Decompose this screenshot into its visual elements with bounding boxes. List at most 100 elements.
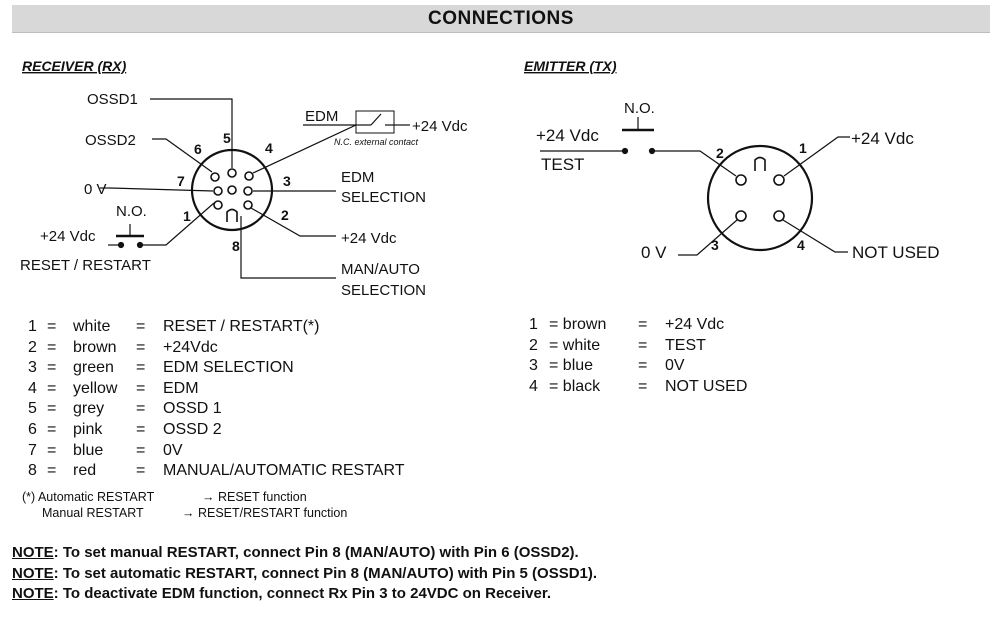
emitter-pin-table: 1= brown=+24 Vdc 2= white=TEST 3= blue=0… bbox=[529, 315, 829, 397]
wire-color: = blue bbox=[549, 357, 594, 375]
wire-color: = brown bbox=[549, 316, 607, 333]
pin-number: 3 bbox=[28, 359, 37, 377]
wire-color: green bbox=[73, 359, 114, 377]
equals: = bbox=[638, 316, 648, 333]
equals: = bbox=[638, 336, 648, 354]
rx-0v-label: 0 V bbox=[84, 181, 107, 198]
receiver-wires bbox=[100, 98, 410, 279]
table-row: 5 = grey = OSSD 1 bbox=[28, 399, 448, 420]
footnote-function: → RESET function bbox=[202, 490, 307, 504]
title-bar: CONNECTIONS bbox=[12, 5, 990, 33]
emitter-wires bbox=[540, 117, 850, 256]
tx-not-used-label: NOT USED bbox=[852, 243, 940, 262]
table-row: 7=blue=0V bbox=[28, 441, 448, 462]
equals: = bbox=[136, 359, 146, 377]
edm-selection-label-1: EDM bbox=[341, 169, 374, 186]
receiver-heading: RECEIVER (RX) bbox=[22, 58, 127, 74]
wire-color: grey bbox=[73, 400, 105, 418]
rx-pin-8: 8 bbox=[232, 238, 240, 254]
notes-section: NOTE: To set manual RESTART, connect Pin… bbox=[12, 543, 597, 605]
footnote-mode: (*) Automatic RESTART bbox=[22, 490, 155, 504]
footnote-mode: Manual RESTART bbox=[42, 506, 144, 520]
nc-contact-label: N.C. external contact bbox=[334, 137, 419, 147]
equals: = bbox=[136, 420, 146, 438]
equals: = bbox=[47, 400, 57, 418]
note-line: NOTE: To deactivate EDM function, connec… bbox=[12, 584, 597, 605]
note-label: NOTE bbox=[12, 564, 54, 582]
wire-color: white bbox=[73, 318, 111, 335]
pin-number: 2 bbox=[28, 338, 37, 356]
tx-no-label: N.O. bbox=[624, 100, 655, 117]
note-line: NOTE: To set automatic RESTART, connect … bbox=[12, 564, 597, 585]
edm-label: EDM bbox=[305, 108, 338, 125]
rx-pin-6: 6 bbox=[194, 141, 202, 157]
tx-0v-label: 0 V bbox=[641, 243, 667, 262]
table-row: 4 = black = NOT USED bbox=[529, 377, 829, 398]
pin-function: TEST bbox=[665, 336, 706, 354]
equals: = bbox=[638, 357, 648, 375]
equals: = bbox=[47, 379, 57, 397]
pin-number: 1 bbox=[529, 316, 538, 333]
pin-number: 3 bbox=[529, 357, 538, 375]
pin2-supply-label: +24 Vdc bbox=[341, 230, 397, 247]
tx-pin-4: 4 bbox=[797, 237, 805, 253]
pin-function: EDM bbox=[163, 379, 199, 397]
note-line: NOTE: To set manual RESTART, connect Pin… bbox=[12, 543, 597, 564]
wire-color: = black bbox=[549, 377, 601, 395]
equals: = bbox=[136, 318, 146, 335]
rx-pin-3: 3 bbox=[283, 173, 291, 189]
equals: = bbox=[136, 441, 146, 459]
pin-function: RESET / RESTART(*) bbox=[163, 318, 320, 335]
equals: = bbox=[47, 359, 57, 377]
note-text: : To set manual RESTART, connect Pin 8 (… bbox=[53, 544, 579, 561]
note-label: NOTE bbox=[12, 544, 54, 561]
wire-color: brown bbox=[73, 338, 117, 356]
equals: = bbox=[47, 420, 57, 438]
wire-color: red bbox=[73, 462, 97, 480]
wire-color: pink bbox=[73, 420, 103, 438]
emitter-connector bbox=[706, 144, 814, 252]
table-row: 4=yellow=EDM bbox=[28, 379, 448, 400]
rx-supply-label: +24 Vdc bbox=[40, 228, 96, 245]
pin-number: 6 bbox=[28, 420, 37, 438]
pin-function: MANUAL/AUTOMATIC RESTART bbox=[163, 462, 405, 480]
table-row: 1=white=RESET / RESTART(*) bbox=[28, 317, 448, 338]
equals: = bbox=[638, 377, 648, 395]
equals: = bbox=[47, 318, 57, 335]
wire-color: = white bbox=[549, 336, 601, 354]
ossd2-label: OSSD2 bbox=[85, 132, 136, 149]
equals: = bbox=[136, 462, 146, 480]
rx-pin-2: 2 bbox=[281, 207, 289, 223]
pin-number: 5 bbox=[28, 400, 37, 418]
edm-supply-label: +24 Vdc bbox=[412, 118, 468, 135]
note-text: : To set automatic RESTART, connect Pin … bbox=[53, 564, 598, 582]
rx-pin-4: 4 bbox=[265, 140, 273, 156]
equals: = bbox=[136, 379, 146, 397]
tx-supply-right-label: +24 Vdc bbox=[851, 129, 914, 148]
wire-color: blue bbox=[73, 441, 104, 459]
pin-number: 7 bbox=[28, 441, 37, 459]
note-label: NOTE bbox=[12, 585, 54, 602]
tx-test-label: TEST bbox=[541, 155, 584, 174]
rx-pin-1: 1 bbox=[183, 208, 191, 224]
equals: = bbox=[47, 462, 57, 480]
pin-number: 8 bbox=[28, 462, 37, 480]
table-row: 6=pink=OSSD 2 bbox=[28, 420, 448, 441]
man-auto-label-2: SELECTION bbox=[341, 282, 426, 299]
equals: = bbox=[136, 400, 146, 418]
table-row: 1= brown=+24 Vdc bbox=[529, 315, 829, 336]
rx-pin-7: 7 bbox=[177, 173, 185, 189]
tx-pin-1: 1 bbox=[799, 140, 807, 156]
tx-pin-2: 2 bbox=[716, 145, 724, 161]
pin-function: NOT USED bbox=[665, 377, 748, 395]
footnote-function: → RESET/RESTART function bbox=[182, 506, 348, 520]
table-row: 3= blue=0V bbox=[529, 356, 829, 377]
pin-function: OSSD 1 bbox=[163, 400, 222, 418]
pin-function: EDM SELECTION bbox=[163, 359, 294, 377]
equals: = bbox=[47, 441, 57, 459]
wire-color: yellow bbox=[73, 379, 118, 397]
pin-number: 4 bbox=[529, 377, 538, 395]
rx-no-label: N.O. bbox=[116, 203, 147, 220]
equals: = bbox=[136, 338, 146, 356]
